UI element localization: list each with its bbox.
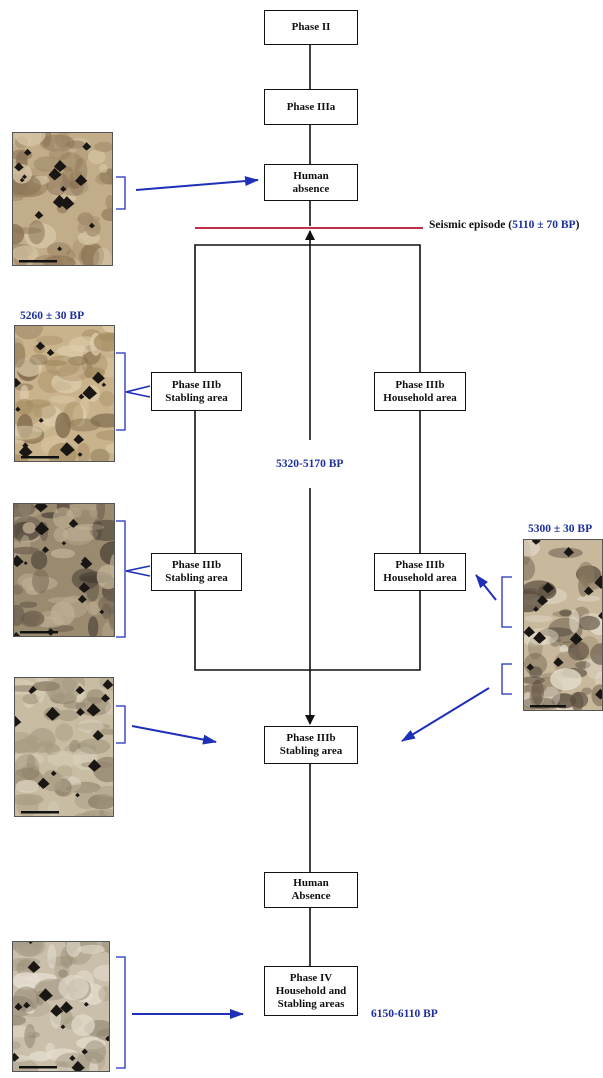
- box-household-right-2-line2: Household area: [383, 572, 457, 584]
- frame-left-bottom: [194, 591, 310, 671]
- bracket-photo5: [116, 956, 126, 1069]
- box-stabling-left-2: Phase IIIb Stabling area: [151, 553, 242, 591]
- seismic-suffix: ): [575, 219, 580, 231]
- arrow-photo4-stabling: [131, 725, 217, 745]
- box-human-absence-2-line2: Absence: [291, 890, 331, 902]
- date-label-phase4: 6150-6110 BP: [371, 1008, 438, 1020]
- thin-section-photo-1: [12, 132, 113, 266]
- bracket-photo4: [116, 705, 126, 744]
- box-phase-4-line3: Stabling areas: [277, 997, 345, 1010]
- box-stabling-left-1-line1: Phase IIIb: [171, 378, 222, 391]
- arrow-photo1-absence: [135, 176, 259, 191]
- box-household-right-1-line1: Phase IIIb: [395, 378, 445, 391]
- arrow-photo6-household: [475, 574, 497, 601]
- chevron-stabling-1: [125, 385, 151, 398]
- bracket-photo6-lower: [501, 663, 512, 695]
- date-label-right: 5300 ± 30 BP: [528, 523, 593, 535]
- box-phase-4-line2: Household and: [275, 984, 347, 997]
- box-human-absence-1-line1: Human: [293, 169, 329, 182]
- bracket-photo1: [116, 176, 126, 210]
- box-phase-2-line1: Phase II: [291, 21, 331, 33]
- box-stabling-center: Phase IIIb Stabling area: [264, 726, 358, 764]
- arrow-photo6-stabling: [401, 687, 490, 742]
- thin-section-photo-2: [14, 325, 115, 462]
- box-stabling-left-2-line1: Phase IIIb: [171, 559, 222, 571]
- box-stabling-left-2-line2: Stabling area: [165, 572, 228, 584]
- box-household-right-1: Phase IIIb Household area: [374, 372, 466, 411]
- box-household-right-2: Phase IIIb Household area: [374, 553, 466, 591]
- box-phase-4-line1: Phase IV: [289, 971, 333, 984]
- bracket-photo2: [116, 352, 126, 431]
- date-label-left: 5260 ± 30 BP: [20, 310, 85, 322]
- chevron-stabling-2: [125, 565, 151, 577]
- box-stabling-left-1-line2: Stabling area: [165, 391, 228, 404]
- box-household-right-2-line1: Phase IIIb: [395, 559, 445, 571]
- box-stabling-center-line2: Stabling area: [279, 745, 343, 757]
- box-stabling-center-line1: Phase IIIb: [286, 732, 336, 744]
- bracket-photo6-upper: [501, 576, 512, 628]
- seismic-episode-label: Seismic episode (5110 ± 70 BP): [429, 219, 579, 231]
- date-label-center: 5320-5170 BP: [276, 458, 344, 470]
- frame-left-top: [194, 244, 310, 372]
- box-household-right-1-line2: Household area: [383, 391, 457, 404]
- box-human-absence-2: Human Absence: [264, 872, 358, 908]
- frame-right-bottom: [310, 591, 421, 671]
- thin-section-photo-3: [13, 503, 115, 637]
- thin-section-photo-5: [12, 941, 110, 1072]
- thin-section-photo-4: [14, 677, 114, 817]
- box-stabling-left-1: Phase IIIb Stabling area: [151, 372, 242, 411]
- box-human-absence-1: Human absence: [264, 164, 358, 201]
- seismic-date: 5110 ± 70 BP: [512, 219, 576, 231]
- box-human-absence-1-line2: absence: [292, 182, 330, 195]
- box-human-absence-2-line1: Human: [293, 877, 329, 889]
- box-phase-3a: Phase IIIa: [264, 89, 358, 125]
- box-phase-2: Phase II: [264, 10, 358, 45]
- box-phase-4: Phase IV Household and Stabling areas: [264, 966, 358, 1016]
- seismic-prefix: Seismic episode (: [429, 219, 513, 231]
- frame-right-top: [310, 244, 421, 372]
- thin-section-photo-6: [523, 539, 603, 711]
- bracket-photo3: [116, 520, 126, 638]
- box-phase-3a-line1: Phase IIIa: [286, 100, 336, 113]
